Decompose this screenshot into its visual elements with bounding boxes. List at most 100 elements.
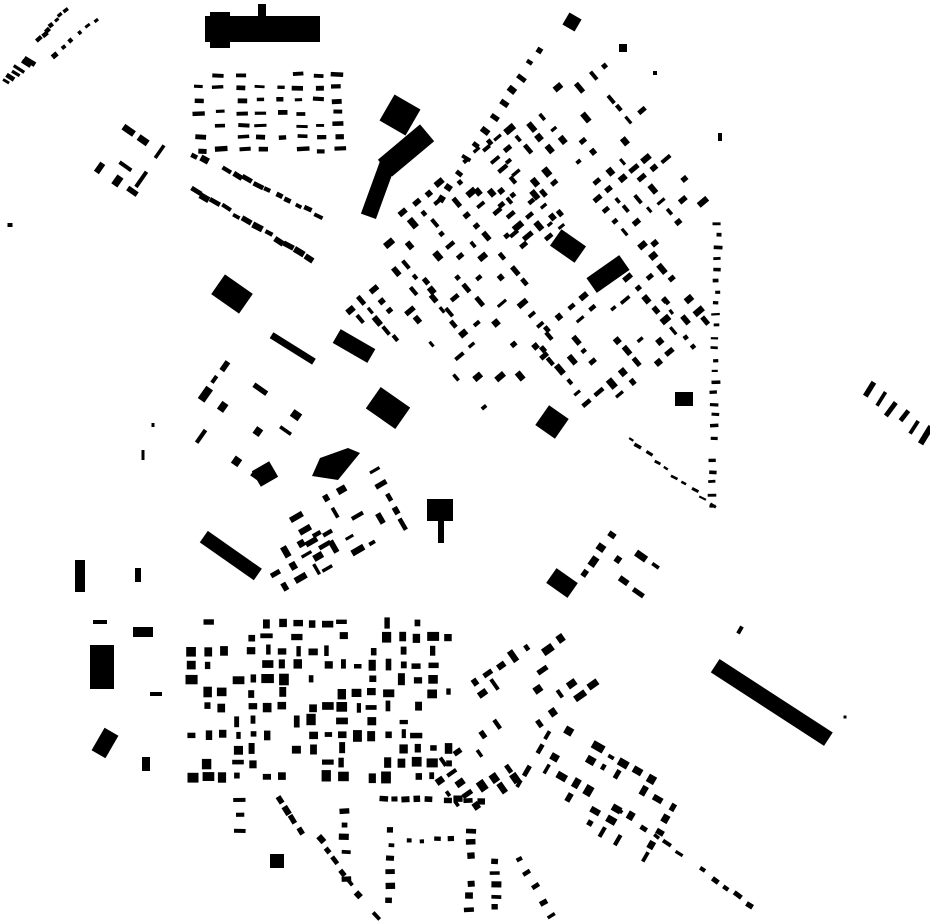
building: [126, 185, 139, 197]
building: [718, 133, 722, 141]
building: [479, 125, 491, 137]
building: [344, 533, 355, 541]
building: [379, 795, 389, 802]
building: [616, 757, 630, 770]
building: [210, 374, 219, 384]
building: [356, 703, 362, 713]
building: [601, 273, 611, 283]
building: [454, 169, 464, 178]
building: [194, 98, 204, 104]
building: [668, 802, 678, 813]
building: [624, 115, 633, 125]
building: [93, 161, 106, 175]
building: [554, 312, 564, 322]
building: [709, 390, 717, 395]
building: [582, 784, 595, 798]
building: [592, 177, 602, 186]
building: [709, 502, 717, 509]
building: [434, 775, 446, 786]
building: [465, 892, 473, 899]
building: [330, 84, 341, 89]
building: [341, 849, 351, 855]
building: [682, 334, 689, 341]
building: [2, 78, 10, 85]
building: [525, 211, 535, 220]
building: [438, 518, 444, 543]
building: [453, 795, 463, 802]
building: [84, 22, 91, 29]
building: [339, 808, 350, 815]
building: [279, 687, 287, 697]
building: [322, 620, 334, 628]
building: [283, 196, 292, 204]
building: [190, 152, 199, 160]
building: [661, 838, 672, 848]
building: [436, 194, 446, 204]
building: [185, 674, 198, 685]
building: [250, 731, 257, 737]
building: [506, 84, 518, 96]
building: [454, 351, 465, 362]
building: [467, 852, 475, 860]
building: [656, 262, 668, 275]
building: [659, 313, 672, 326]
building: [279, 673, 289, 686]
building: [653, 71, 657, 75]
building: [521, 868, 532, 877]
building: [452, 373, 460, 382]
building: [350, 510, 364, 521]
building: [711, 312, 720, 316]
building: [549, 178, 559, 187]
building: [412, 633, 421, 643]
building: [415, 773, 422, 780]
building: [580, 347, 588, 355]
building: [371, 315, 384, 327]
building: [220, 646, 228, 656]
building: [526, 121, 538, 134]
building: [634, 284, 643, 292]
building: [669, 326, 678, 336]
building: [605, 814, 618, 826]
building: [680, 480, 687, 486]
building: [252, 382, 269, 396]
building: [549, 752, 561, 763]
building: [214, 145, 228, 152]
building: [520, 277, 529, 287]
building: [438, 230, 445, 238]
building: [194, 428, 208, 444]
building: [275, 191, 284, 200]
building: [547, 212, 557, 222]
building: [296, 124, 308, 129]
building: [118, 160, 133, 173]
building: [476, 688, 489, 699]
building: [252, 181, 265, 191]
building: [443, 182, 453, 192]
building: [11, 69, 21, 78]
building: [481, 230, 492, 242]
building: [497, 251, 507, 261]
building: [654, 459, 662, 466]
building: [414, 619, 421, 627]
building: [546, 911, 556, 920]
building: [293, 619, 303, 627]
building: [580, 568, 590, 578]
building: [198, 148, 207, 154]
building: [322, 759, 334, 765]
building: [711, 369, 718, 373]
building: [491, 318, 501, 328]
building: [535, 743, 545, 755]
building: [637, 239, 648, 251]
building: [427, 499, 453, 521]
building: [426, 758, 438, 768]
building: [538, 188, 548, 198]
building: [254, 84, 265, 89]
building: [622, 272, 634, 283]
building: [534, 132, 544, 143]
building: [264, 730, 271, 741]
building: [322, 702, 334, 710]
building: [646, 839, 657, 851]
building: [232, 171, 244, 181]
building: [527, 310, 537, 319]
building: [590, 740, 606, 754]
building: [670, 474, 679, 481]
